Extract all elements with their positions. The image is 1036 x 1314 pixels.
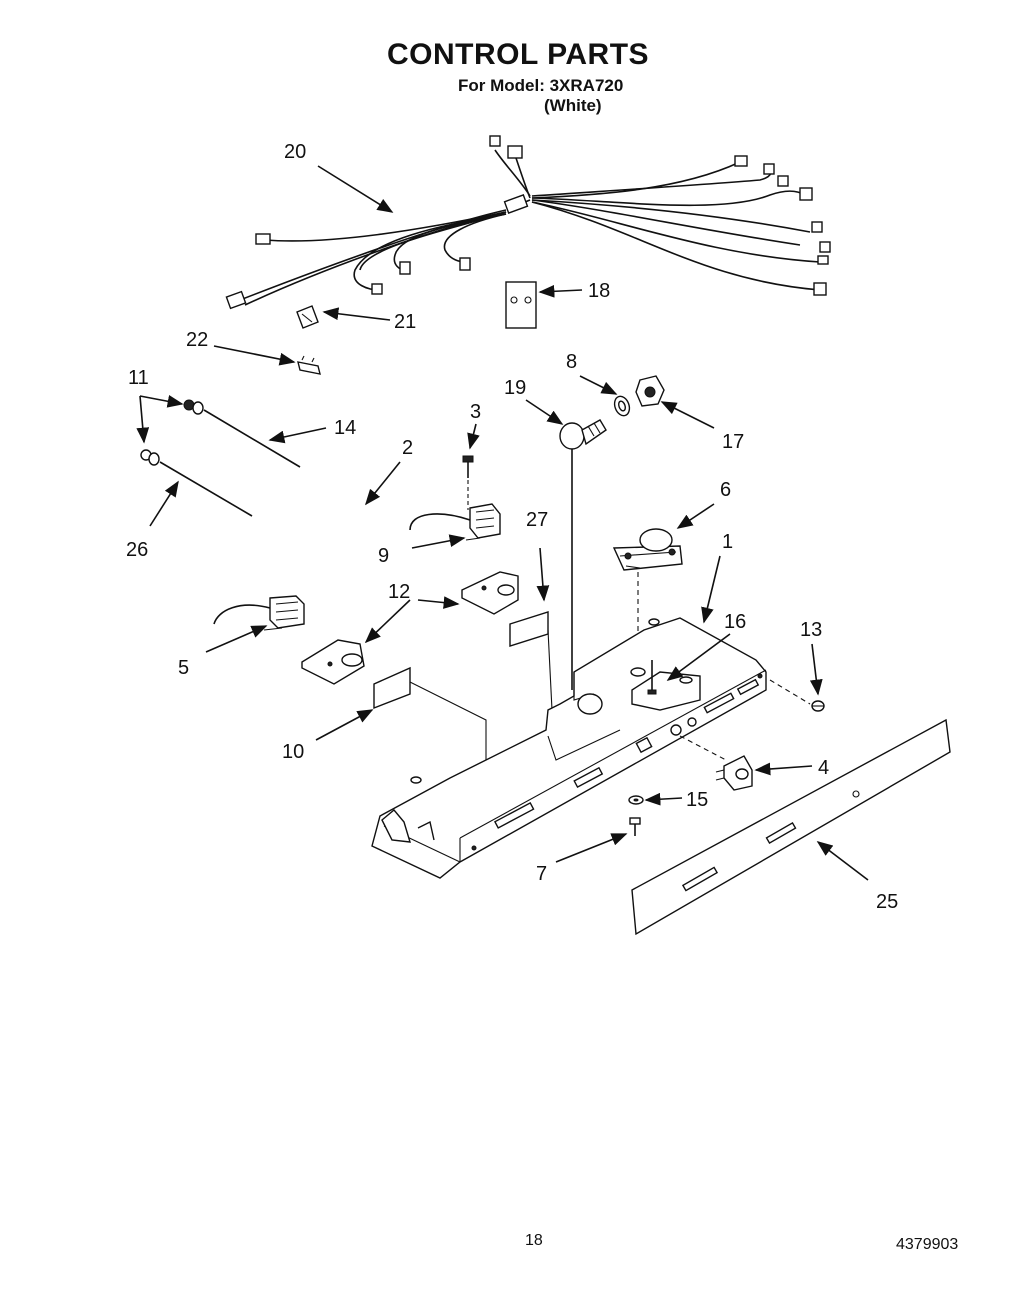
screw bbox=[462, 455, 474, 510]
callout-8: 8 bbox=[566, 351, 577, 373]
screw-7 bbox=[629, 817, 641, 836]
control-housing bbox=[371, 617, 811, 879]
callout-3: 3 bbox=[470, 401, 481, 423]
callout-18: 18 bbox=[588, 280, 610, 302]
document-number: 4379903 bbox=[896, 1236, 959, 1253]
callout-7: 7 bbox=[536, 863, 547, 885]
mounting-plate bbox=[505, 281, 537, 329]
callout-15: 15 bbox=[686, 789, 708, 811]
bulb-socket-assembly bbox=[559, 375, 665, 690]
callout-1: 1 bbox=[722, 531, 733, 553]
small-clip bbox=[297, 355, 321, 375]
callout-6: 6 bbox=[720, 479, 731, 501]
label-27 bbox=[509, 611, 549, 647]
callout-leaders bbox=[136, 165, 869, 881]
bracket-upper bbox=[461, 571, 519, 615]
callout-9: 9 bbox=[378, 545, 389, 567]
callout-16: 16 bbox=[724, 611, 746, 633]
callout-14: 14 bbox=[334, 417, 356, 439]
model-line: For Model: 3XRA720 bbox=[458, 76, 624, 95]
color-line: (White) bbox=[544, 96, 602, 115]
label-10 bbox=[373, 666, 411, 710]
rod-assemblies bbox=[140, 399, 301, 517]
wiring-harness bbox=[225, 135, 831, 310]
wire-clip bbox=[296, 305, 319, 329]
callout-11: 11 bbox=[128, 367, 149, 389]
callout-5: 5 bbox=[178, 657, 189, 679]
part-4-switch bbox=[715, 755, 753, 791]
callout-12: 12 bbox=[388, 581, 410, 603]
tube-inner bbox=[279, 510, 397, 527]
bracket-lower bbox=[301, 639, 365, 685]
callout-10: 10 bbox=[282, 741, 304, 763]
callout-25: 25 bbox=[876, 891, 898, 913]
callout-2: 2 bbox=[402, 437, 413, 459]
callout-19: 19 bbox=[504, 377, 526, 399]
callout-21: 21 bbox=[394, 311, 416, 333]
page-title: CONTROL PARTS bbox=[386, 38, 650, 71]
callout-numbers: 20 18 21 22 11 14 2 3 19 8 17 26 9 27 6 … bbox=[126, 141, 898, 913]
switch-5 bbox=[213, 595, 305, 631]
control-cover bbox=[631, 718, 951, 936]
callout-4: 4 bbox=[818, 757, 829, 779]
page-number: 18 bbox=[525, 1232, 543, 1249]
callout-13: 13 bbox=[800, 619, 822, 641]
callout-26: 26 bbox=[126, 539, 148, 561]
defrost-timer bbox=[612, 528, 683, 662]
callout-20: 20 bbox=[284, 141, 306, 163]
callout-22: 22 bbox=[186, 329, 208, 351]
screw-13 bbox=[811, 700, 825, 712]
callout-27: 27 bbox=[526, 509, 548, 531]
switch-9 bbox=[409, 503, 501, 541]
callout-17: 17 bbox=[722, 431, 744, 453]
washer-15 bbox=[628, 795, 644, 805]
